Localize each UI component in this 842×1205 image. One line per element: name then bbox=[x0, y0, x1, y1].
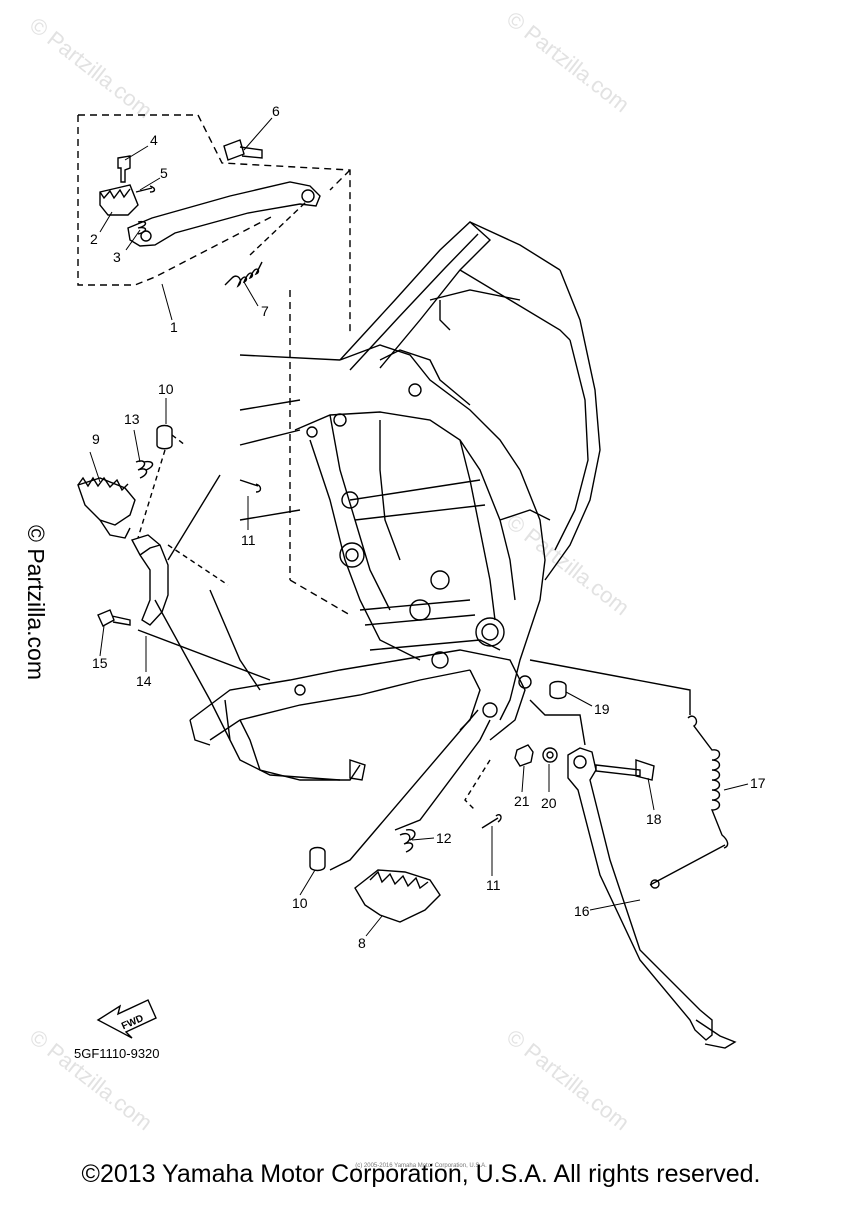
diagram-code: 5GF1110-9320 bbox=[74, 1046, 160, 1061]
part-callout: 18 bbox=[646, 811, 662, 827]
copyright-notice: ©2013 Yamaha Motor Corporation, U.S.A. A… bbox=[81, 1160, 761, 1188]
watermark-text: © Partzilla.com bbox=[25, 1024, 157, 1135]
part-callout: 2 bbox=[90, 231, 98, 247]
part-callout: 6 bbox=[272, 103, 280, 119]
pin bbox=[156, 424, 173, 450]
part-callout: 11 bbox=[486, 877, 501, 893]
sidestand-spring bbox=[687, 715, 729, 849]
brake-lever bbox=[127, 181, 321, 247]
return-spring bbox=[224, 261, 263, 288]
part-callout: 12 bbox=[436, 830, 452, 846]
frame bbox=[154, 221, 601, 781]
part-callout: 1 bbox=[170, 319, 178, 335]
footpeg bbox=[77, 477, 136, 526]
left-footpeg-assembly bbox=[77, 424, 271, 681]
part-callout: 8 bbox=[358, 935, 366, 951]
part-callout: 10 bbox=[158, 381, 174, 397]
bracket-bolt bbox=[97, 609, 131, 627]
part-callout: 3 bbox=[113, 249, 121, 265]
nut bbox=[514, 744, 534, 767]
collar bbox=[549, 680, 567, 700]
part-callout: 16 bbox=[574, 903, 590, 919]
sidestand bbox=[567, 747, 713, 1041]
footpeg-spring bbox=[135, 460, 154, 479]
sidestand-bolt bbox=[595, 759, 655, 781]
watermark-text: © Partzilla.com bbox=[502, 1024, 634, 1135]
part-callout: 14 bbox=[136, 673, 152, 689]
copyright-small: (c) 2005-2016 Yamaha Motor Corporation, … bbox=[355, 1163, 487, 1169]
part-callout: 10 bbox=[292, 895, 308, 911]
pin bbox=[309, 846, 326, 872]
cotter-pin bbox=[135, 185, 156, 193]
watermark-text: © Partzilla.com bbox=[502, 6, 634, 117]
brake-pedal-group bbox=[77, 114, 351, 616]
part-callout: 15 bbox=[92, 655, 108, 671]
watermark-text: © Partzilla.com bbox=[25, 12, 157, 123]
part-callout: 21 bbox=[514, 793, 530, 809]
watermarks: © Partzilla.com © Partzilla.com © Partzi… bbox=[25, 6, 634, 1135]
footpeg bbox=[354, 869, 441, 923]
part-callout: 20 bbox=[541, 795, 557, 811]
footpeg-spring bbox=[399, 828, 416, 853]
part-callout: 5 bbox=[160, 165, 168, 181]
watermark-side: © Partzilla.com bbox=[23, 525, 49, 680]
pivot-bolt bbox=[223, 139, 263, 161]
part-callout: 17 bbox=[750, 775, 766, 791]
pin bbox=[117, 155, 131, 183]
footpeg-bracket bbox=[130, 534, 169, 626]
part-callout: 13 bbox=[124, 411, 140, 427]
callout-numbers: 1 2 3 4 5 6 7 8 9 10 10 11 11 12 13 14 1… bbox=[90, 103, 766, 951]
part-callout: 11 bbox=[241, 532, 256, 548]
part-callout: 9 bbox=[92, 431, 100, 447]
brake-pedal-tip bbox=[99, 184, 139, 216]
part-callout: 7 bbox=[261, 303, 269, 319]
spring-small bbox=[137, 220, 147, 235]
callout-leaders bbox=[89, 117, 749, 937]
cotter-pin bbox=[481, 813, 502, 829]
part-callout: 4 bbox=[150, 132, 158, 148]
group-outline-dashed bbox=[77, 114, 351, 333]
sidestand-assembly bbox=[309, 659, 737, 1049]
cotter-pin bbox=[239, 479, 262, 493]
fwd-arrow-icon: FWD bbox=[96, 999, 157, 1039]
washer bbox=[542, 747, 558, 763]
part-callout: 19 bbox=[594, 701, 610, 717]
watermark-text: © Partzilla.com bbox=[502, 509, 634, 620]
leader-dashed bbox=[289, 290, 351, 616]
